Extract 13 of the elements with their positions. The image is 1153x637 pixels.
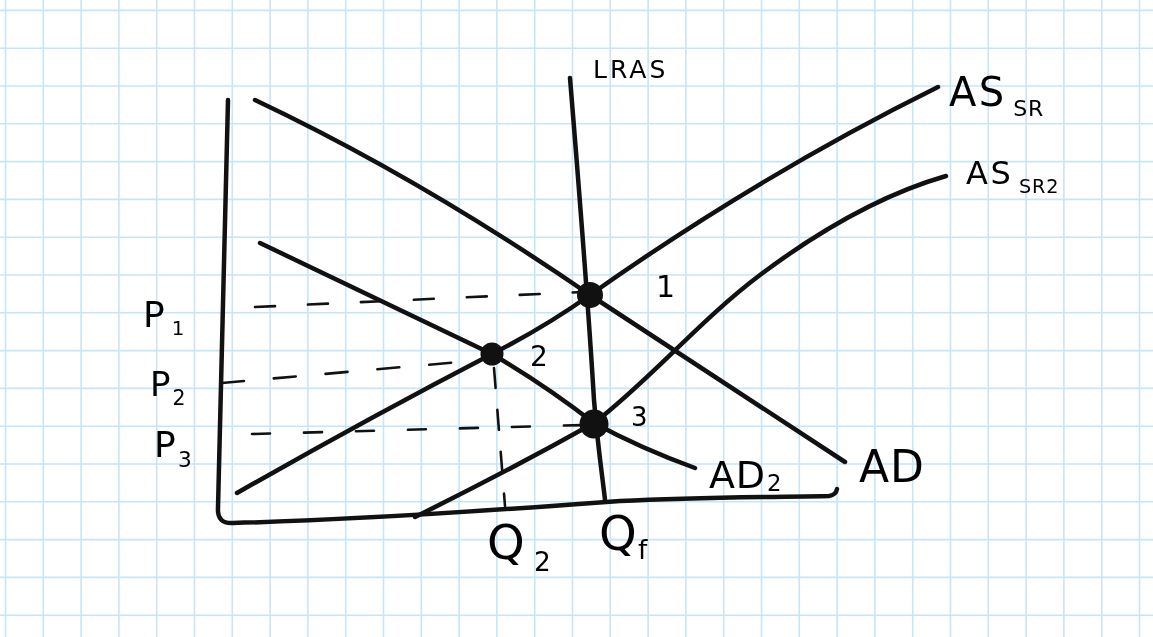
price-label: P$_{3}$ xyxy=(154,427,193,471)
quantity-label: Q$_{2}$ xyxy=(487,518,552,576)
curve-label: AD xyxy=(859,445,925,489)
price-label: P$_{2}$ xyxy=(150,367,187,409)
quantity-label: Q$_{f}$ xyxy=(599,509,649,564)
point-label: 1 xyxy=(656,272,676,302)
curve-label: AS$_{SR2}$ xyxy=(966,157,1060,196)
point-label: 3 xyxy=(631,404,648,430)
curve-label: LRAS xyxy=(593,57,669,82)
curve-label: AD$_{2}$ xyxy=(709,456,783,496)
point-label: 2 xyxy=(530,343,548,371)
curve-label: AS$_{SR}$ xyxy=(949,72,1045,120)
price-label: P$_{1}$ xyxy=(143,297,186,339)
